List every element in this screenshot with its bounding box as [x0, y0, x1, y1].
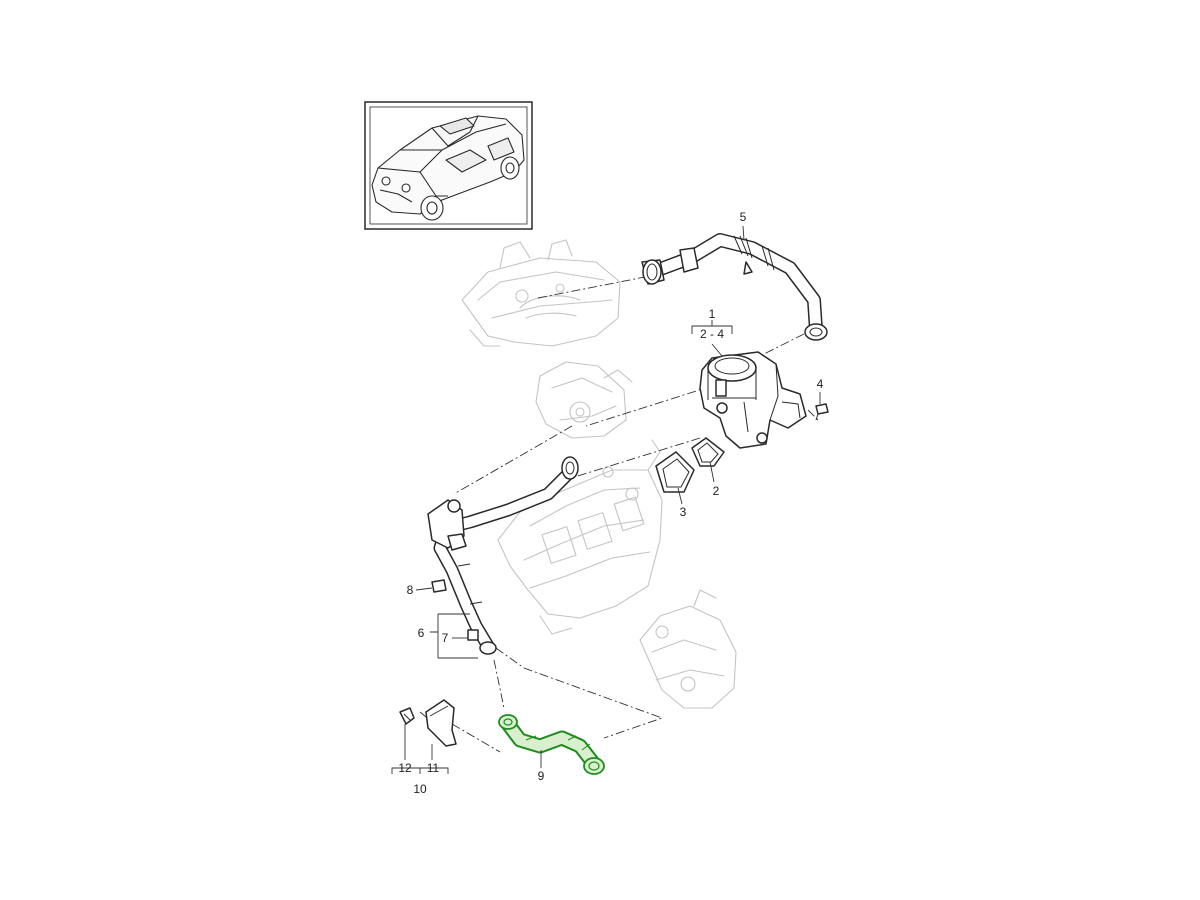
- label-part-9: 9: [538, 769, 545, 783]
- callout-labels: 5 1 2 - 4 4 2 3 8 6 7 9 12 11 10: [398, 210, 823, 796]
- vehicle-thumbnail: [364, 101, 533, 230]
- label-part-2: 2: [713, 484, 720, 498]
- label-part-1: 1: [709, 307, 716, 321]
- engine-background-outline: [461, 239, 737, 709]
- part-11-bracket: [425, 699, 457, 747]
- assembly-lines: [419, 275, 819, 753]
- part-6-breather-pipe: [427, 456, 579, 655]
- part-9-lower-breather-hose: [498, 714, 605, 775]
- leader-lines: [391, 225, 821, 774]
- label-part-4: 4: [817, 377, 824, 391]
- part-5-upper-breather-hose: [641, 233, 828, 341]
- label-part-5: 5: [740, 210, 747, 224]
- label-part-3: 3: [680, 505, 687, 519]
- label-part-6: 6: [418, 626, 425, 640]
- label-part-1-range: 2 - 4: [700, 327, 724, 341]
- label-part-12: 12: [398, 761, 412, 775]
- label-part-7: 7: [442, 631, 449, 645]
- part-3-gasket: [655, 451, 695, 493]
- label-part-10: 10: [413, 782, 427, 796]
- label-part-11: 11: [427, 761, 440, 775]
- vehicle-thumbnail-icon: [371, 115, 525, 221]
- part-4-screw: [815, 403, 829, 421]
- part-1-oil-separator: [699, 351, 807, 449]
- part-12-clip: [399, 707, 415, 725]
- label-part-8: 8: [407, 583, 414, 597]
- part-2-gasket: [691, 437, 725, 467]
